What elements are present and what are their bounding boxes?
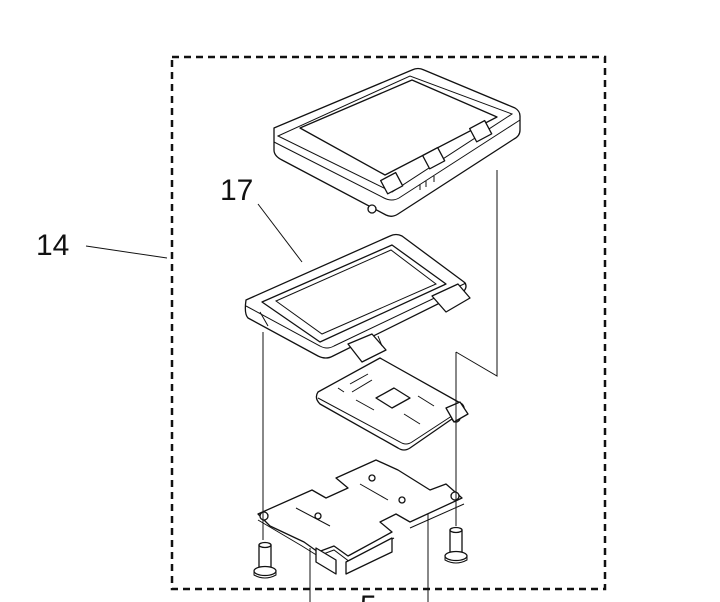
callout-5-label: 5 bbox=[360, 590, 377, 602]
circuit-board bbox=[315, 357, 469, 451]
callout-17: 17 bbox=[220, 174, 303, 263]
callout-17-leader bbox=[257, 203, 303, 263]
assembly-boundary bbox=[170, 55, 607, 591]
screw-right bbox=[444, 526, 468, 564]
display-frame-17 bbox=[244, 233, 471, 363]
board-mount-tab bbox=[445, 401, 469, 423]
bracket-foot-left bbox=[315, 547, 337, 575]
frame-side-clip bbox=[431, 283, 471, 313]
cover-button-middle bbox=[422, 146, 446, 170]
bracket-hole-left bbox=[259, 511, 269, 521]
screw-left bbox=[253, 541, 277, 579]
cover-screw-hole bbox=[367, 204, 377, 214]
callout-14: 14 bbox=[36, 229, 168, 262]
cover-button-left bbox=[380, 171, 404, 195]
callout-14-label: 14 bbox=[36, 229, 69, 262]
mounting-bracket bbox=[257, 459, 465, 575]
alignment-line-cover bbox=[455, 170, 498, 377]
display-cover-panel bbox=[273, 67, 521, 217]
alignment-lines bbox=[262, 170, 498, 540]
bracket-hole-right bbox=[450, 491, 460, 501]
frame-connector-tab bbox=[347, 333, 387, 363]
cover-button-right bbox=[469, 119, 493, 143]
bracket-foot-right bbox=[345, 537, 393, 575]
callout-14-leader bbox=[85, 245, 168, 259]
board-chip bbox=[375, 387, 411, 409]
callout-17-label: 17 bbox=[220, 174, 253, 207]
callout-5: 5 bbox=[309, 510, 429, 602]
